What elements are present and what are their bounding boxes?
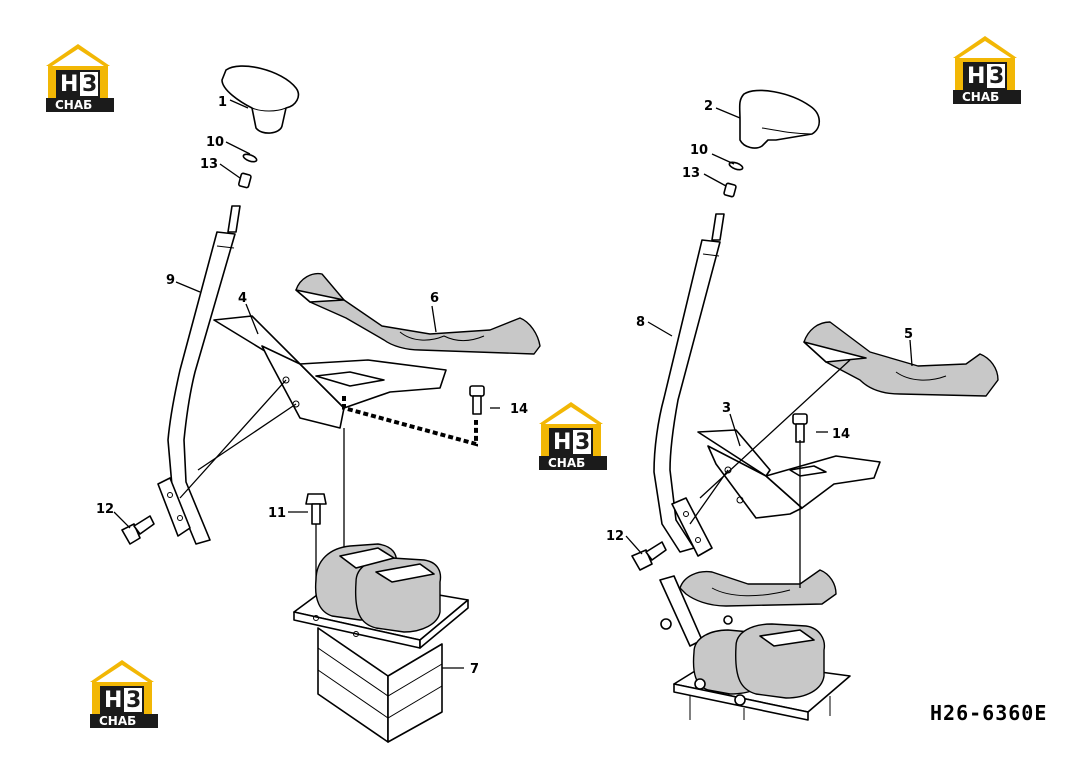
callout-7: 7 [470,662,479,677]
knob-left [221,65,300,134]
boot-left [295,272,541,355]
boot-right [803,321,999,397]
logo-bottom-left: H 3 СНАБ [90,660,158,728]
logo-3: 3 [82,72,97,97]
logo-h: H [553,430,571,455]
callout-14-right: 14 [832,427,850,442]
left-assembly: 1 10 13 9 4 6 14 12 11 7 [96,65,541,743]
callout-14-left: 14 [510,402,528,417]
callout-10-left: 10 [206,135,224,150]
right-assembly: 2 10 13 8 5 3 14 12 [606,89,999,721]
callout-11: 11 [268,506,286,521]
logo-h: H [60,72,78,97]
callout-6: 6 [430,291,439,306]
callout-3: 3 [722,401,731,416]
logo-caption: СНАБ [99,714,136,728]
logo-3: 3 [989,64,1004,89]
logo-top-right: H 3 СНАБ [953,36,1021,104]
callout-10-right: 10 [690,143,708,158]
logo-caption: СНАБ [548,456,585,470]
logo-3: 3 [575,430,590,455]
bracket-right [697,429,771,477]
callout-12-left: 12 [96,502,114,517]
drawing-code: H26-6360E [930,701,1047,725]
logo-top-left: H 3 СНАБ [46,44,114,112]
callout-8: 8 [636,315,645,330]
logo-3: 3 [126,688,141,713]
callout-13-right: 13 [682,166,700,181]
logo-caption: СНАБ [55,98,92,112]
logo-h: H [104,688,122,713]
callout-5: 5 [904,327,913,342]
knob-right [738,89,821,149]
logo-caption: СНАБ [962,90,999,104]
lever-left [167,231,236,545]
callout-13-left: 13 [200,157,218,172]
callout-4: 4 [238,291,247,306]
logo-h: H [967,64,985,89]
callout-12-right: 12 [606,529,624,544]
logo-center: H 3 СНАБ [539,402,607,470]
callout-9: 9 [166,273,175,288]
callout-2: 2 [704,99,713,114]
callout-1: 1 [218,95,227,110]
